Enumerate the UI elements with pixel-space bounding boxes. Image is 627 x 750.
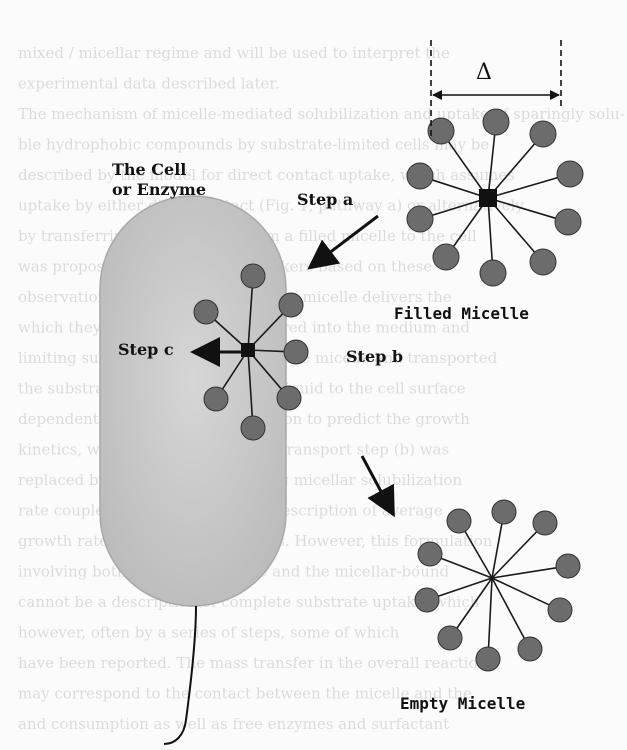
cell-label-line1: The Cell — [112, 160, 206, 180]
substrate-core — [479, 189, 497, 207]
empty-micelle-label: Empty Micelle — [400, 694, 525, 713]
surfactant-head — [480, 260, 506, 286]
background-text-line: The mechanism of micelle-mediated solubi… — [18, 105, 625, 123]
surfactant-head — [530, 249, 556, 275]
surfactant-head — [548, 598, 572, 622]
cell-body — [100, 196, 286, 606]
delta-label: Δ — [476, 60, 492, 85]
surfactant-head — [438, 626, 462, 650]
cell-label: The Cell or Enzyme — [112, 160, 206, 200]
step-b-label: Step b — [346, 347, 403, 366]
surfactant-head — [194, 300, 218, 324]
surfactant-head — [407, 163, 433, 189]
surfactant-head — [447, 509, 471, 533]
background-text-line: and consumption as well as free enzymes … — [18, 715, 449, 733]
background-text-line: cannot be a description of complete subs… — [18, 593, 480, 611]
background-text-line: however, often by a series of steps, som… — [18, 624, 400, 642]
background-text-line: mixed / micellar regime and will be used… — [18, 44, 450, 62]
surfactant-head — [518, 637, 542, 661]
surfactant-head — [476, 647, 500, 671]
surfactant-head — [492, 500, 516, 524]
surfactant-head — [530, 121, 556, 147]
step-a-label: Step a — [297, 190, 353, 209]
surfactant-head — [415, 588, 439, 612]
surfactant-tail — [492, 578, 525, 639]
surfactant-head — [555, 209, 581, 235]
cell-label-line2: or Enzyme — [112, 180, 206, 200]
surfactant-head — [204, 387, 228, 411]
surfactant-head — [433, 244, 459, 270]
surfactant-head — [418, 542, 442, 566]
step-c-label: Step c — [118, 340, 174, 359]
surfactant-head — [533, 511, 557, 535]
substrate-core — [241, 343, 255, 357]
filled-micelle-label: Filled Micelle — [394, 304, 529, 323]
surfactant-head — [241, 264, 265, 288]
background-text-line: have been reported. The mass transfer in… — [18, 654, 488, 672]
surfactant-head — [241, 416, 265, 440]
empty-micelle-graphic — [415, 500, 580, 671]
surfactant-head — [279, 293, 303, 317]
surfactant-tail — [492, 568, 557, 578]
surfactant-tail — [489, 578, 492, 648]
surfactant-head — [284, 340, 308, 364]
background-text-line: uptake by either direct contact (Fig. 1,… — [18, 197, 524, 215]
background-text-line: described by the model for direct contac… — [18, 166, 515, 184]
surfactant-tail — [492, 578, 550, 605]
background-text-line: ble hydrophobic compounds by substrate-l… — [18, 136, 489, 154]
surfactant-head — [556, 554, 580, 578]
background-text-line: experimental data described later. — [18, 75, 280, 93]
surfactant-head — [483, 109, 509, 135]
surfactant-head — [277, 386, 301, 410]
surfactant-head — [407, 206, 433, 232]
surfactant-head — [428, 118, 454, 144]
surfactant-head — [557, 161, 583, 187]
